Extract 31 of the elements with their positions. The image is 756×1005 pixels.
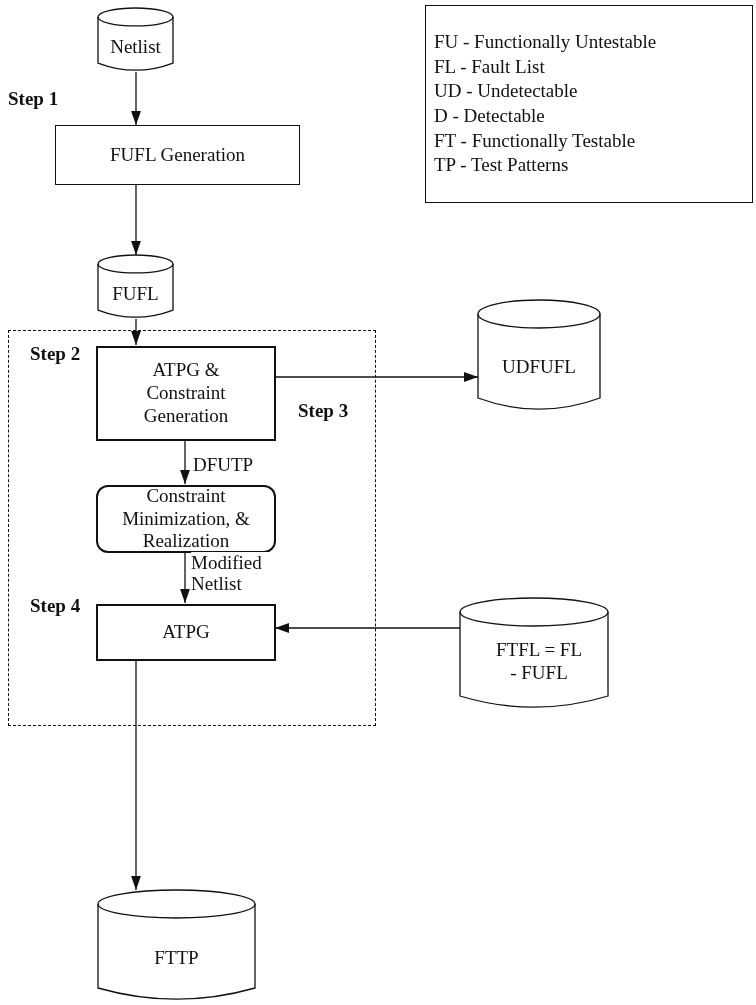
- process-box: [55, 125, 300, 185]
- step-label: Step 3: [298, 400, 349, 422]
- node-label: Netlist: [110, 34, 161, 59]
- node-label: UDFUFL: [502, 354, 576, 379]
- abbreviation-text: FU - Functionally Untestable: [434, 29, 657, 54]
- node-label: FUFL: [112, 281, 159, 306]
- node-label: ATPG: [162, 621, 210, 644]
- node-label: FTTP: [154, 945, 199, 970]
- abbreviation-text: TP - Test Patterns: [434, 153, 569, 178]
- abbreviation-key-box: [425, 5, 753, 203]
- abbreviation-text: FT - Functionally Testable: [434, 128, 636, 153]
- abbreviation-text: FL - Fault List: [434, 54, 545, 79]
- process-rounded-box: [96, 485, 276, 553]
- step-label: Step 1: [8, 88, 59, 110]
- arrow: [131, 659, 141, 891]
- node-label: FUFL Generation: [110, 143, 245, 167]
- abbreviation-text: UD - Undetectable: [434, 79, 578, 104]
- dashed-group-box: [8, 330, 376, 726]
- arrow: [180, 439, 190, 485]
- abbreviation-text: D - Detectable: [434, 104, 545, 128]
- process-box: [96, 604, 276, 661]
- arrow: [131, 318, 141, 346]
- arrow: [131, 184, 141, 256]
- arrow: [131, 71, 141, 126]
- step-label: Step 2: [30, 343, 81, 365]
- step-label: Step 4: [30, 595, 81, 617]
- process-box: [96, 346, 276, 441]
- arrow: [180, 551, 190, 604]
- node-label: ATPG & Constraint Generation: [142, 359, 230, 428]
- node-label: FTFL = FL - FUFL: [495, 638, 583, 685]
- node-label: Constraint Minimization, & Realization: [121, 484, 251, 554]
